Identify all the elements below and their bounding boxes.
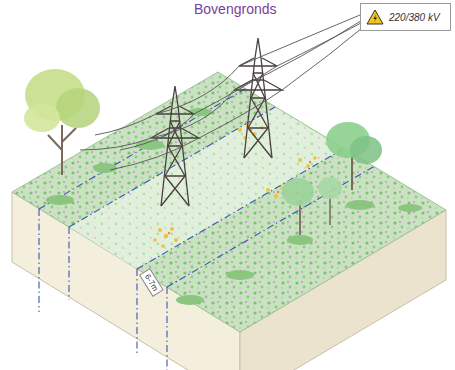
- lightning-bolt: [374, 14, 378, 23]
- diagram-title: Bovengronds: [194, 1, 277, 17]
- voltage-callout: 220/380 kV: [360, 3, 451, 31]
- warning-triangle: [367, 10, 383, 24]
- warning-icon: [366, 9, 384, 25]
- voltage-text: 220/380 kV: [389, 12, 440, 23]
